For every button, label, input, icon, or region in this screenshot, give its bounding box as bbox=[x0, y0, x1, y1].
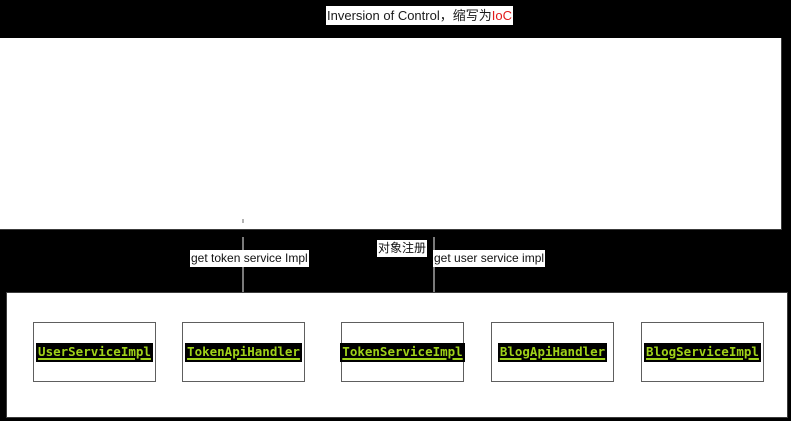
node-label: UserServiceImpl bbox=[36, 342, 153, 362]
node-blog-service-impl[interactable]: BlogServiceImpl bbox=[641, 322, 764, 382]
upper-panel bbox=[0, 38, 782, 230]
edge-label-get-user-service-impl: get user service impl bbox=[433, 250, 546, 267]
node-label: BlogApiHandler bbox=[497, 342, 608, 362]
node-token-service-impl[interactable]: TokenServiceImpl bbox=[340, 322, 465, 382]
node-blog-api-handler[interactable]: BlogApiHandler bbox=[491, 322, 614, 382]
edge-label-object-registration: 对象注册 bbox=[377, 240, 428, 257]
diagram-title: Inversion of Control，缩写为IoC bbox=[326, 6, 513, 25]
connector-origin-marker bbox=[242, 219, 244, 223]
node-label: BlogServiceImpl bbox=[644, 342, 761, 362]
node-label: TokenServiceImpl bbox=[340, 342, 465, 362]
diagram-title-main: Inversion of Control，缩写为 bbox=[327, 8, 492, 23]
connector-token-service bbox=[242, 237, 244, 322]
connector-user-service bbox=[433, 237, 435, 322]
node-user-service-impl[interactable]: UserServiceImpl bbox=[33, 322, 156, 382]
node-token-api-handler[interactable]: TokenApiHandler bbox=[182, 322, 305, 382]
edge-label-get-token-service-impl: get token service Impl bbox=[190, 250, 309, 267]
node-label: TokenApiHandler bbox=[185, 342, 302, 362]
diagram-title-accent: IoC bbox=[491, 8, 512, 23]
